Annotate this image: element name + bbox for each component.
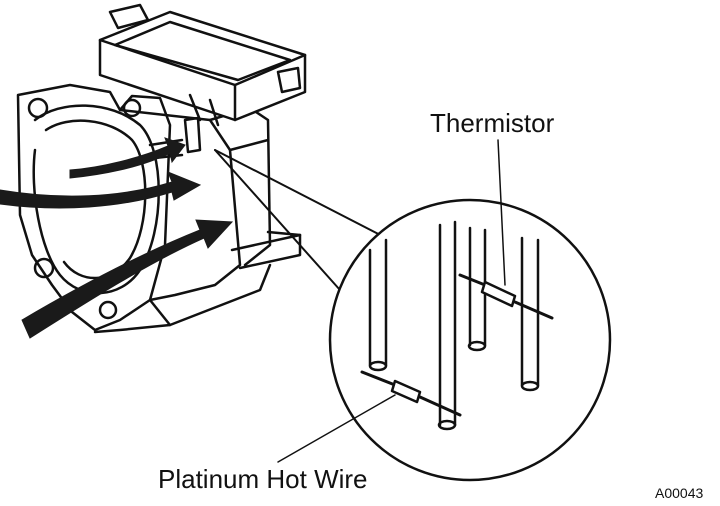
figure-code: A00043 xyxy=(655,485,704,501)
magnifier-callout-lines xyxy=(214,149,391,291)
magnified-view xyxy=(328,198,612,482)
airflow-arrow-icon xyxy=(69,137,186,179)
thermistor-label: Thermistor xyxy=(430,108,555,138)
thermistor-element xyxy=(458,273,554,320)
electronics-module xyxy=(98,3,307,127)
airflow-arrow-icon xyxy=(0,171,202,209)
platinum-hot-wire-element xyxy=(360,370,462,417)
platinum-hot-wire-label: Platinum Hot Wire xyxy=(158,464,368,494)
thermistor-leader-line xyxy=(497,139,506,286)
hot-wire-leader-line xyxy=(277,394,396,463)
airflow-arrow-icon xyxy=(21,219,234,339)
